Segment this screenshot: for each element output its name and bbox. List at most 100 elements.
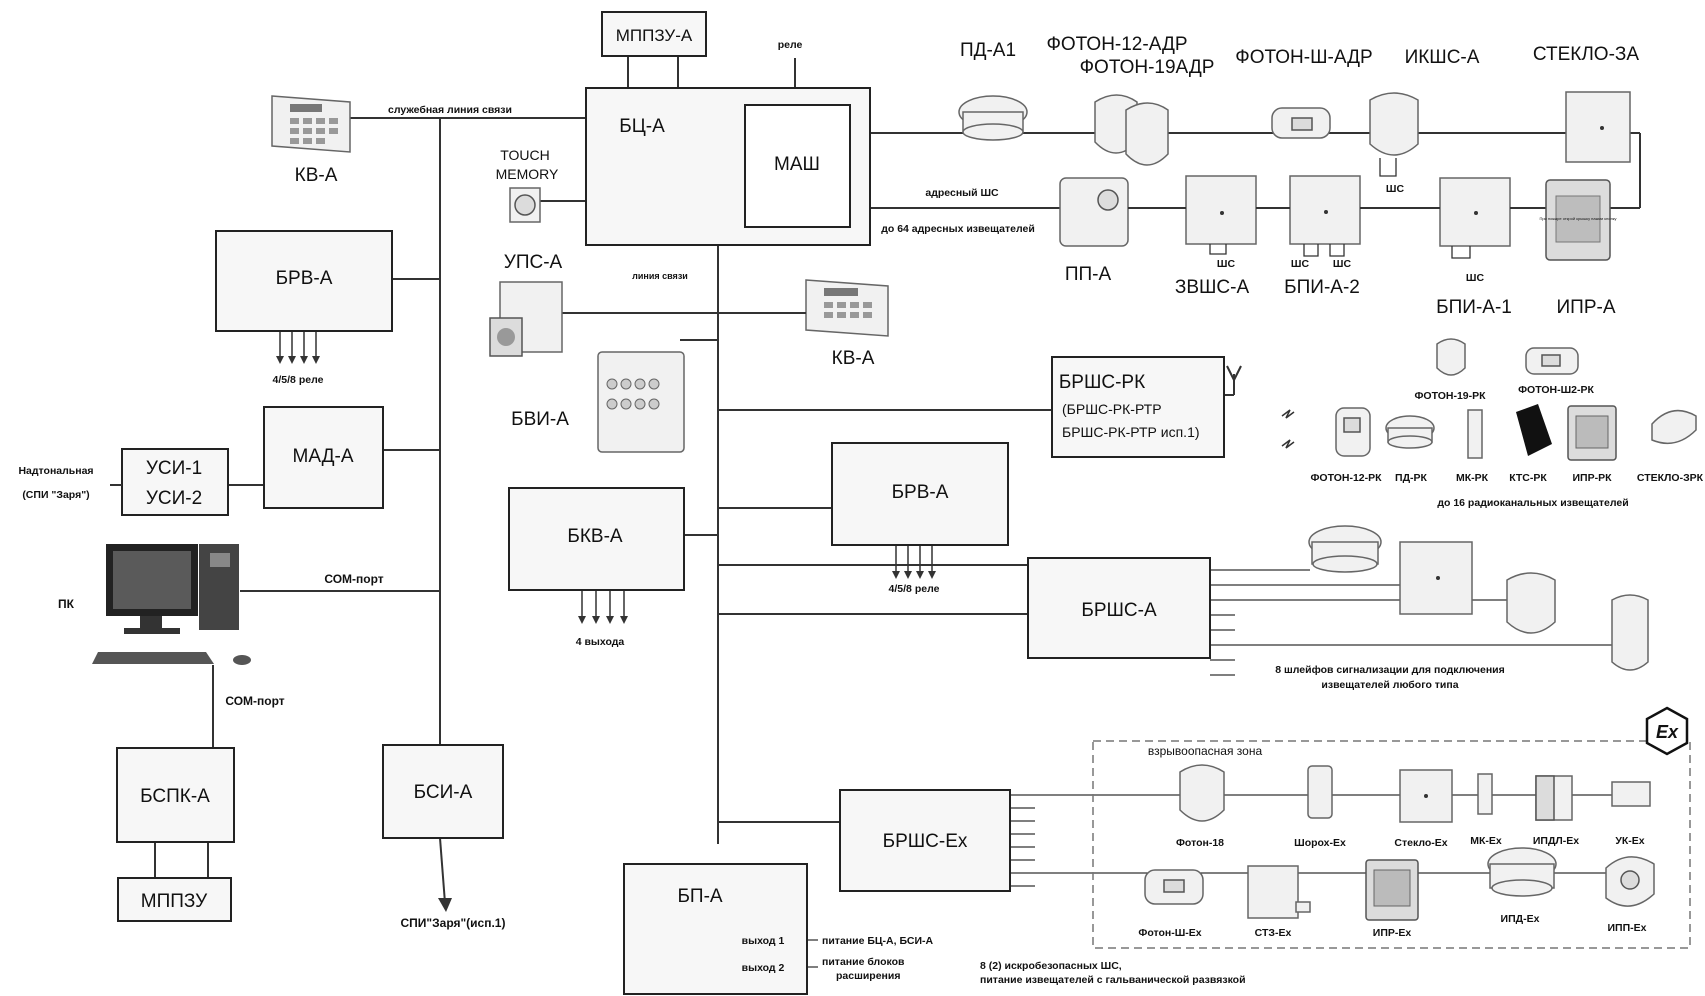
kv-a-keypad-top [271, 95, 351, 153]
steklo-3a-label: СТЕКЛО-ЗА [1533, 44, 1639, 65]
steklo-3rk-label: СТЕКЛО-ЗРК [1637, 472, 1704, 484]
steklo-ex-icon [1399, 769, 1453, 823]
foton-18-label: Фотон-18 [1176, 837, 1224, 849]
touch-memory-label-2: MEMORY [496, 166, 559, 182]
nadtonal-label-2: (СПИ "Заря") [22, 489, 89, 501]
uk-ex-icon [1611, 781, 1651, 807]
ipr-rk-icon [1567, 405, 1617, 461]
kts-rk-icon [1516, 404, 1552, 456]
explosive-zone-label: взрывоопасная зона [1148, 744, 1263, 758]
foton-sh-adr-label: ФОТОН-Ш-АДР [1235, 47, 1372, 68]
foton-19-adr-label: ФОТОН-19АДР [1080, 57, 1215, 78]
ex-caption-1: 8 (2) искробезопасных ШС, [980, 960, 1122, 972]
ipdl-ex-icon [1535, 775, 1573, 821]
bp-a-label: БП-А [677, 886, 722, 907]
relay-label: реле [778, 39, 803, 51]
bc-a-label: БЦ-А [619, 116, 665, 137]
spi-zarya-label: СПИ"Заря"(исп.1) [401, 916, 506, 930]
ex-hexagon-icon: Ex [1645, 706, 1689, 756]
shorokh-ex-label: Шорох-Ех [1294, 837, 1346, 849]
mppzu-a-box [601, 11, 707, 57]
comm-line-label: линия связи [632, 271, 688, 281]
brshs-rk-box [1051, 356, 1225, 458]
mk-ex-label: МК-Ех [1470, 835, 1502, 847]
mk-ex-icon [1477, 773, 1493, 815]
pd-rk-label: ПД-РК [1395, 472, 1428, 484]
ipr-a-manual-call-point-icon: При пожаре открой крышку нажми кнопку [1539, 179, 1617, 261]
pc-computer-icon [92, 544, 251, 665]
shorokh-ex-icon [1307, 765, 1333, 819]
ikshs-a-icon [1369, 92, 1419, 177]
steklo-3rk-icon [1651, 409, 1697, 445]
mk-rk-icon [1467, 409, 1483, 459]
foton-12-adr-label: ФОТОН-12-АДР [1046, 34, 1187, 55]
bvi-a-panel [597, 351, 685, 453]
ipr-ex-label: ИПР-Ех [1373, 927, 1412, 939]
foton-12-rk-label: ФОТОН-12-РК [1310, 472, 1382, 484]
st3-ex-icon [1247, 865, 1311, 919]
nadtonal-label-1: Надтональная [18, 465, 93, 477]
zvshs-shs-label: ШС [1217, 258, 1236, 270]
radio-max-label: до 16 радиоканальных извещателей [1437, 497, 1628, 509]
foton-18-icon [1179, 764, 1225, 822]
bpi-a-1-label: БПИ-А-1 [1436, 297, 1512, 318]
pp-a-label: ПП-А [1065, 264, 1112, 285]
kv-a-mid-label: КВ-А [832, 348, 875, 369]
mppzu-a-label: МППЗУ-А [616, 26, 693, 45]
brv-a-left-relays: 4/5/8 реле [273, 374, 324, 386]
ex-symbol-text: Ex [1656, 722, 1679, 742]
bkv-a-label: БКВ-А [567, 526, 623, 547]
ipr-rk-label: ИПР-РК [1572, 472, 1612, 484]
ipp-ex-icon [1605, 856, 1655, 907]
ikshs-shs-label: ШС [1386, 183, 1405, 195]
brv-a-mid-box [831, 442, 1009, 546]
brshs-a-caption-2: извещателей любого типа [1321, 679, 1458, 691]
mad-a-box [263, 406, 384, 509]
brshs-rk-variant-2: БРШС-РК-РТР исп.1) [1062, 424, 1200, 440]
foton-sh-adr-icon [1271, 107, 1331, 139]
brv-a-mid-label: БРВ-А [892, 482, 949, 503]
steklo-ex-label: Стекло-Ех [1394, 837, 1447, 849]
usi-box [121, 448, 229, 516]
steklo-3a-icon [1565, 91, 1631, 163]
foton-sh-ex-label: Фотон-Ш-Ех [1138, 927, 1201, 939]
bpi1-shs-label: ШС [1466, 272, 1485, 284]
foton-sh2-rk-label: ФОТОН-Ш2-РК [1518, 384, 1594, 396]
mad-a-label: МАД-А [293, 446, 354, 467]
usi-2-label: УСИ-2 [146, 488, 202, 509]
com-port-label-2: СОМ-порт [225, 694, 284, 708]
brshs-a-box [1027, 557, 1211, 659]
ipr-ex-icon [1365, 859, 1419, 921]
bp-output-2: выход 2 [742, 962, 785, 974]
com-port-label-1: СОМ-порт [324, 572, 383, 586]
mppzu-bottom-box [117, 877, 232, 922]
bsi-a-box [382, 744, 504, 839]
brv-a-mid-relays: 4/5/8 реле [889, 583, 940, 595]
pp-a-icon [1059, 177, 1129, 247]
brshs-a-motion-detector-icon [1506, 572, 1556, 634]
bp-power-2b: расширения [836, 970, 900, 982]
service-line-label: служебная линия связи [388, 104, 512, 116]
kts-rk-label: КТС-РК [1509, 472, 1547, 484]
ups-a-label: УПС-А [504, 252, 563, 273]
mk-rk-label: МК-РК [1456, 472, 1489, 484]
brv-a-left-box [215, 230, 393, 332]
bpi2-shs-label-2: ШС [1333, 258, 1352, 270]
ipp-ex-label: ИПП-Ех [1608, 922, 1647, 934]
kv-a-top-label: КВ-А [295, 165, 338, 186]
touch-memory-reader [509, 187, 541, 223]
ipr-a-inner-text: При пожаре открой крышку нажми кнопку [1539, 216, 1616, 221]
kv-a-keypad-mid [805, 279, 889, 337]
mppzu-bottom-label: МППЗУ [141, 891, 208, 912]
pc-label: ПК [58, 597, 75, 611]
bp-power-2a: питание блоков [822, 956, 905, 968]
ups-a-reader [489, 281, 563, 357]
bsi-a-label: БСИ-А [414, 782, 473, 803]
brshs-a-glass-detector-icon [1399, 541, 1473, 615]
bp-power-1: питание БЦ-А, БСИ-А [822, 935, 933, 947]
bspk-a-label: БСПК-А [140, 786, 210, 807]
ipd-ex-icon [1487, 847, 1557, 897]
bpi-a-2-label: БПИ-А-2 [1284, 277, 1360, 298]
zvshs-a-label: ЗВШС-А [1175, 277, 1250, 298]
